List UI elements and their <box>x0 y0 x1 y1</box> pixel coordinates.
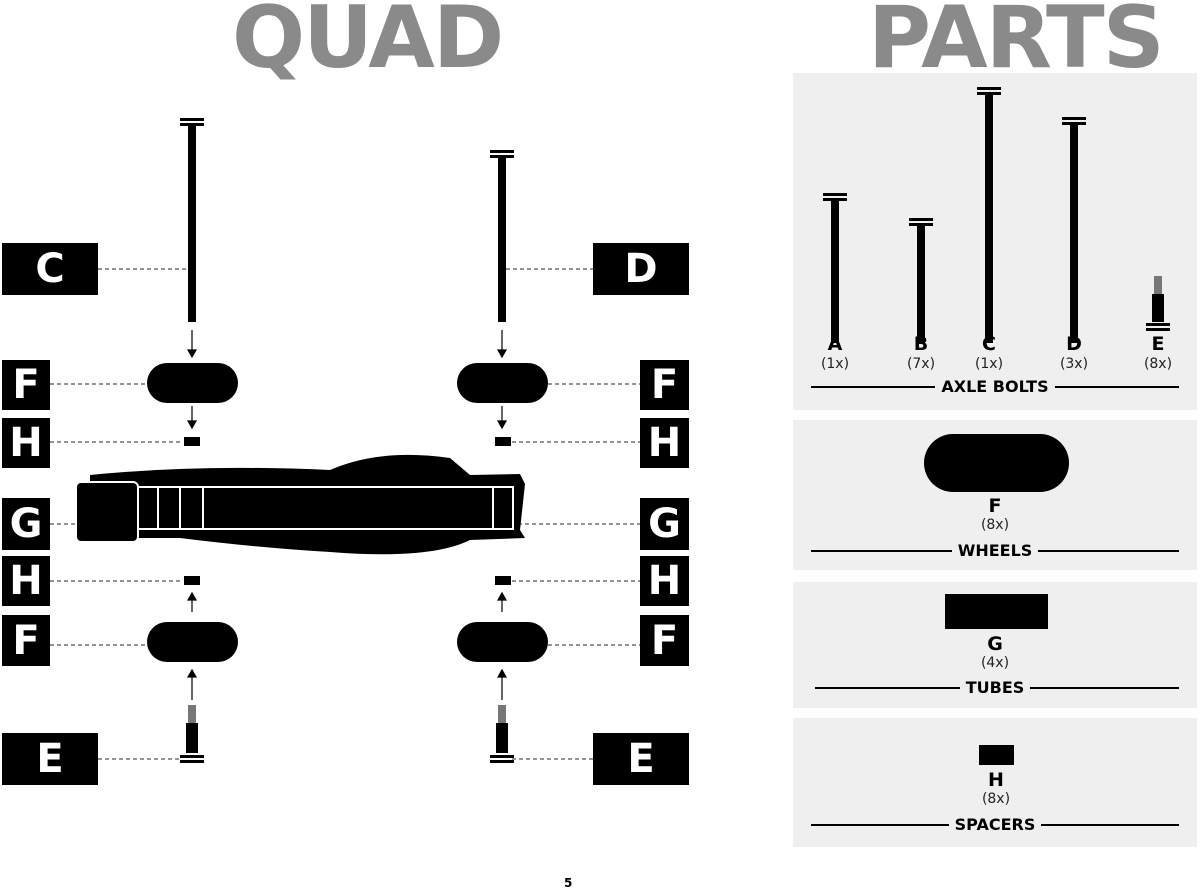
axle-bolt-d-icon <box>490 150 514 322</box>
spacer-letter: H <box>988 769 1004 791</box>
label-f: F <box>640 360 689 410</box>
wheels-panel: F (8x) WHEELS <box>793 420 1197 570</box>
spacers-heading: SPACERS <box>948 815 1042 834</box>
bolt-e-count: (8x) <box>1143 356 1173 372</box>
bolt-c-letter: C <box>982 333 996 355</box>
label-f: F <box>640 615 689 666</box>
tubes-panel: G (4x) TUBES <box>793 582 1197 708</box>
bolt-d-letter: D <box>1066 333 1082 355</box>
bolt-e-letter: E <box>1151 333 1165 355</box>
tube-icon <box>945 594 1048 629</box>
label-c: C <box>2 243 98 295</box>
axle-bolts-heading: AXLE BOLTS <box>935 377 1055 396</box>
spacer-icon <box>979 745 1014 765</box>
wheel-icons <box>147 363 548 662</box>
label-h: H <box>2 556 50 606</box>
page-number: 5 <box>564 876 573 890</box>
wheel-count: (8x) <box>980 517 1010 533</box>
label-h: H <box>640 418 689 468</box>
label-f: F <box>2 360 50 410</box>
label-g: G <box>2 498 50 550</box>
wheel-icon <box>924 434 1069 492</box>
tubes-heading: TUBES <box>959 678 1031 697</box>
arrow-icons <box>186 330 508 700</box>
skate-frame-icon <box>75 454 525 555</box>
wheel-letter: F <box>988 495 1002 517</box>
label-f: F <box>2 615 50 666</box>
axle-bolts-icons <box>823 87 1170 343</box>
tube-count: (4x) <box>980 655 1010 671</box>
label-h: H <box>640 556 689 606</box>
wheels-heading: WHEELS <box>951 541 1039 560</box>
quad-title: QUAD <box>232 0 504 88</box>
bolt-d-count: (3x) <box>1059 356 1089 372</box>
spacer-count: (8x) <box>981 791 1011 807</box>
axle-bolt-e-icons <box>180 705 514 763</box>
label-e: E <box>593 733 689 785</box>
bolt-b-letter: B <box>913 333 929 355</box>
tube-letter: G <box>987 633 1003 655</box>
leader-lines <box>50 268 640 760</box>
label-e: E <box>2 733 98 785</box>
bolt-c-count: (1x) <box>974 356 1004 372</box>
axle-bolt-c-icon <box>180 118 204 322</box>
label-h: H <box>2 418 50 468</box>
bolt-a-letter: A <box>827 333 843 355</box>
spacers-panel: H (8x) SPACERS <box>793 718 1197 847</box>
spacer-icons <box>184 437 511 585</box>
bolt-b-count: (7x) <box>906 356 936 372</box>
bolt-a-count: (1x) <box>820 356 850 372</box>
axle-bolts-panel: A (1x) B (7x) C (1x) D (3x) E (8x) AXLE … <box>793 73 1197 410</box>
label-d: D <box>593 243 689 295</box>
label-g: G <box>640 498 689 550</box>
